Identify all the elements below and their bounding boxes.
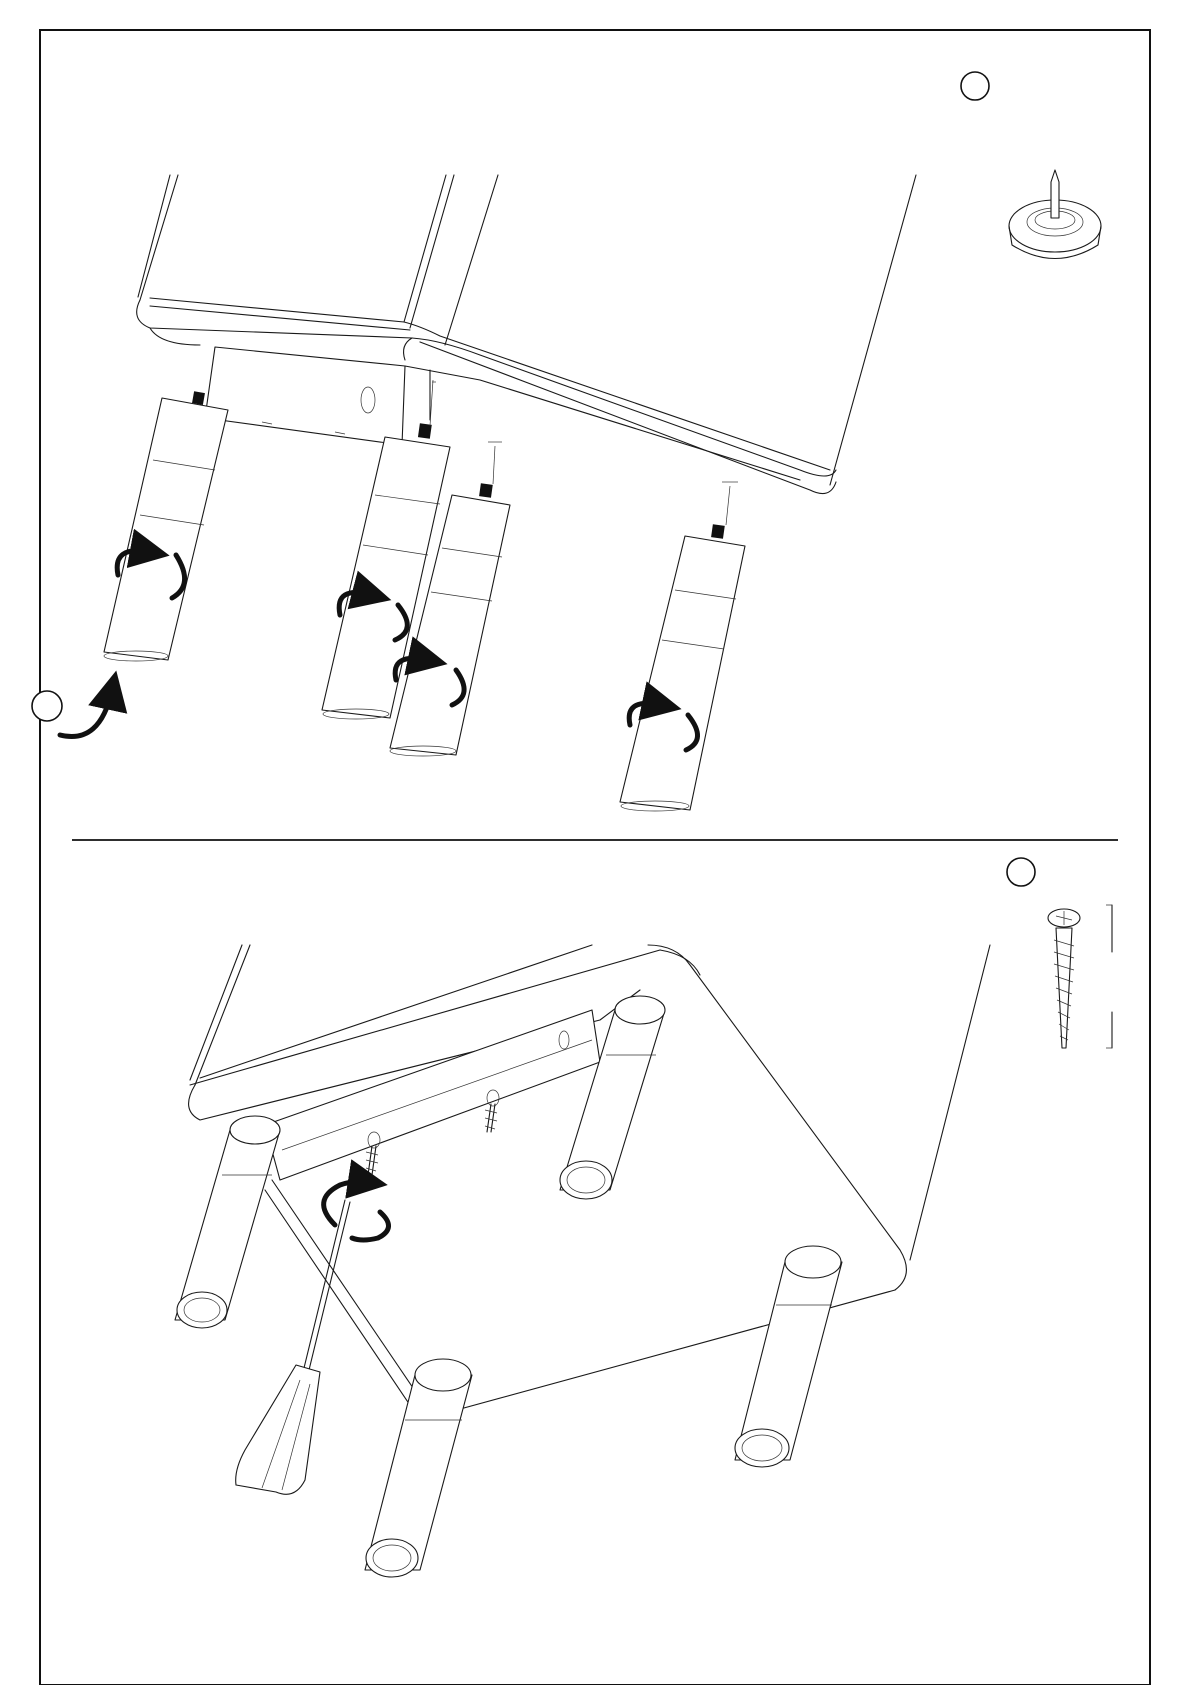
leg-front-left <box>175 1116 280 1328</box>
felt-glide-pad-icon <box>1009 170 1101 259</box>
leg-front-right <box>365 1359 472 1577</box>
step-2-panel <box>175 858 1112 1577</box>
page-frame <box>40 30 1150 1685</box>
part-callout <box>961 72 989 100</box>
leg-fitting <box>192 391 205 405</box>
wood-screw-icon <box>1048 905 1112 1048</box>
leg-1 <box>104 391 228 661</box>
rotate-clockwise-arrow-icon <box>324 1181 389 1240</box>
leg-fitting <box>479 483 493 498</box>
screw-callout <box>1007 858 1035 886</box>
leg-4 <box>620 524 745 811</box>
leg-back-right <box>735 1246 842 1467</box>
cabinet-body-inverted <box>137 175 916 494</box>
leg-callout <box>32 691 62 721</box>
insert-arrow-icon <box>60 690 112 737</box>
screwdriver-icon <box>236 1200 350 1494</box>
step-1-panel <box>32 72 1101 811</box>
leg-fitting <box>711 524 725 539</box>
